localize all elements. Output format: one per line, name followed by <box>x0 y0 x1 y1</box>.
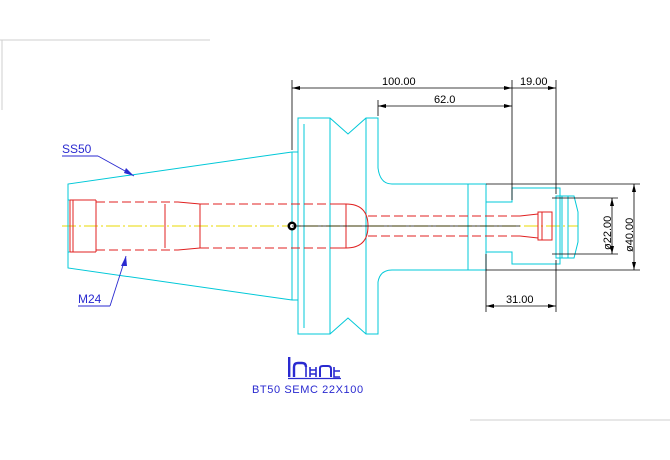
shank-label: SS50 <box>62 142 92 156</box>
tool-caption: BT50 SEMC 22X100 <box>252 384 364 396</box>
dim-front-length: 31.00 <box>485 254 557 312</box>
internal-bore <box>69 199 553 253</box>
dim-body-length: 62.0 <box>377 94 512 116</box>
dim-flange-offset: 19.00 <box>512 76 557 194</box>
flange-offset-label: 19.00 <box>520 76 548 88</box>
front-length-label: 31.00 <box>506 294 534 306</box>
dim-collar-diameter: ø40.00 <box>486 183 640 271</box>
bore-diameter-label: ø22.00 <box>602 216 614 250</box>
tool-body <box>377 167 561 283</box>
leader-ss50: SS50 <box>62 142 135 177</box>
body-length-label: 62.0 <box>434 94 455 106</box>
thread-label: M24 <box>78 292 102 306</box>
collar-diameter-label: ø40.00 <box>624 218 636 252</box>
iscar-logo <box>288 357 341 380</box>
collet-nut <box>555 195 579 259</box>
dim-bore-diameter: ø22.00 <box>552 197 618 255</box>
title-block: BT50 SEMC 22X100 <box>252 357 364 396</box>
gauge-point <box>287 221 520 231</box>
leader-m24: M24 <box>78 255 127 307</box>
overall-length-label: 100.00 <box>382 76 416 88</box>
dim-overall-length: 100.00 <box>291 76 513 200</box>
